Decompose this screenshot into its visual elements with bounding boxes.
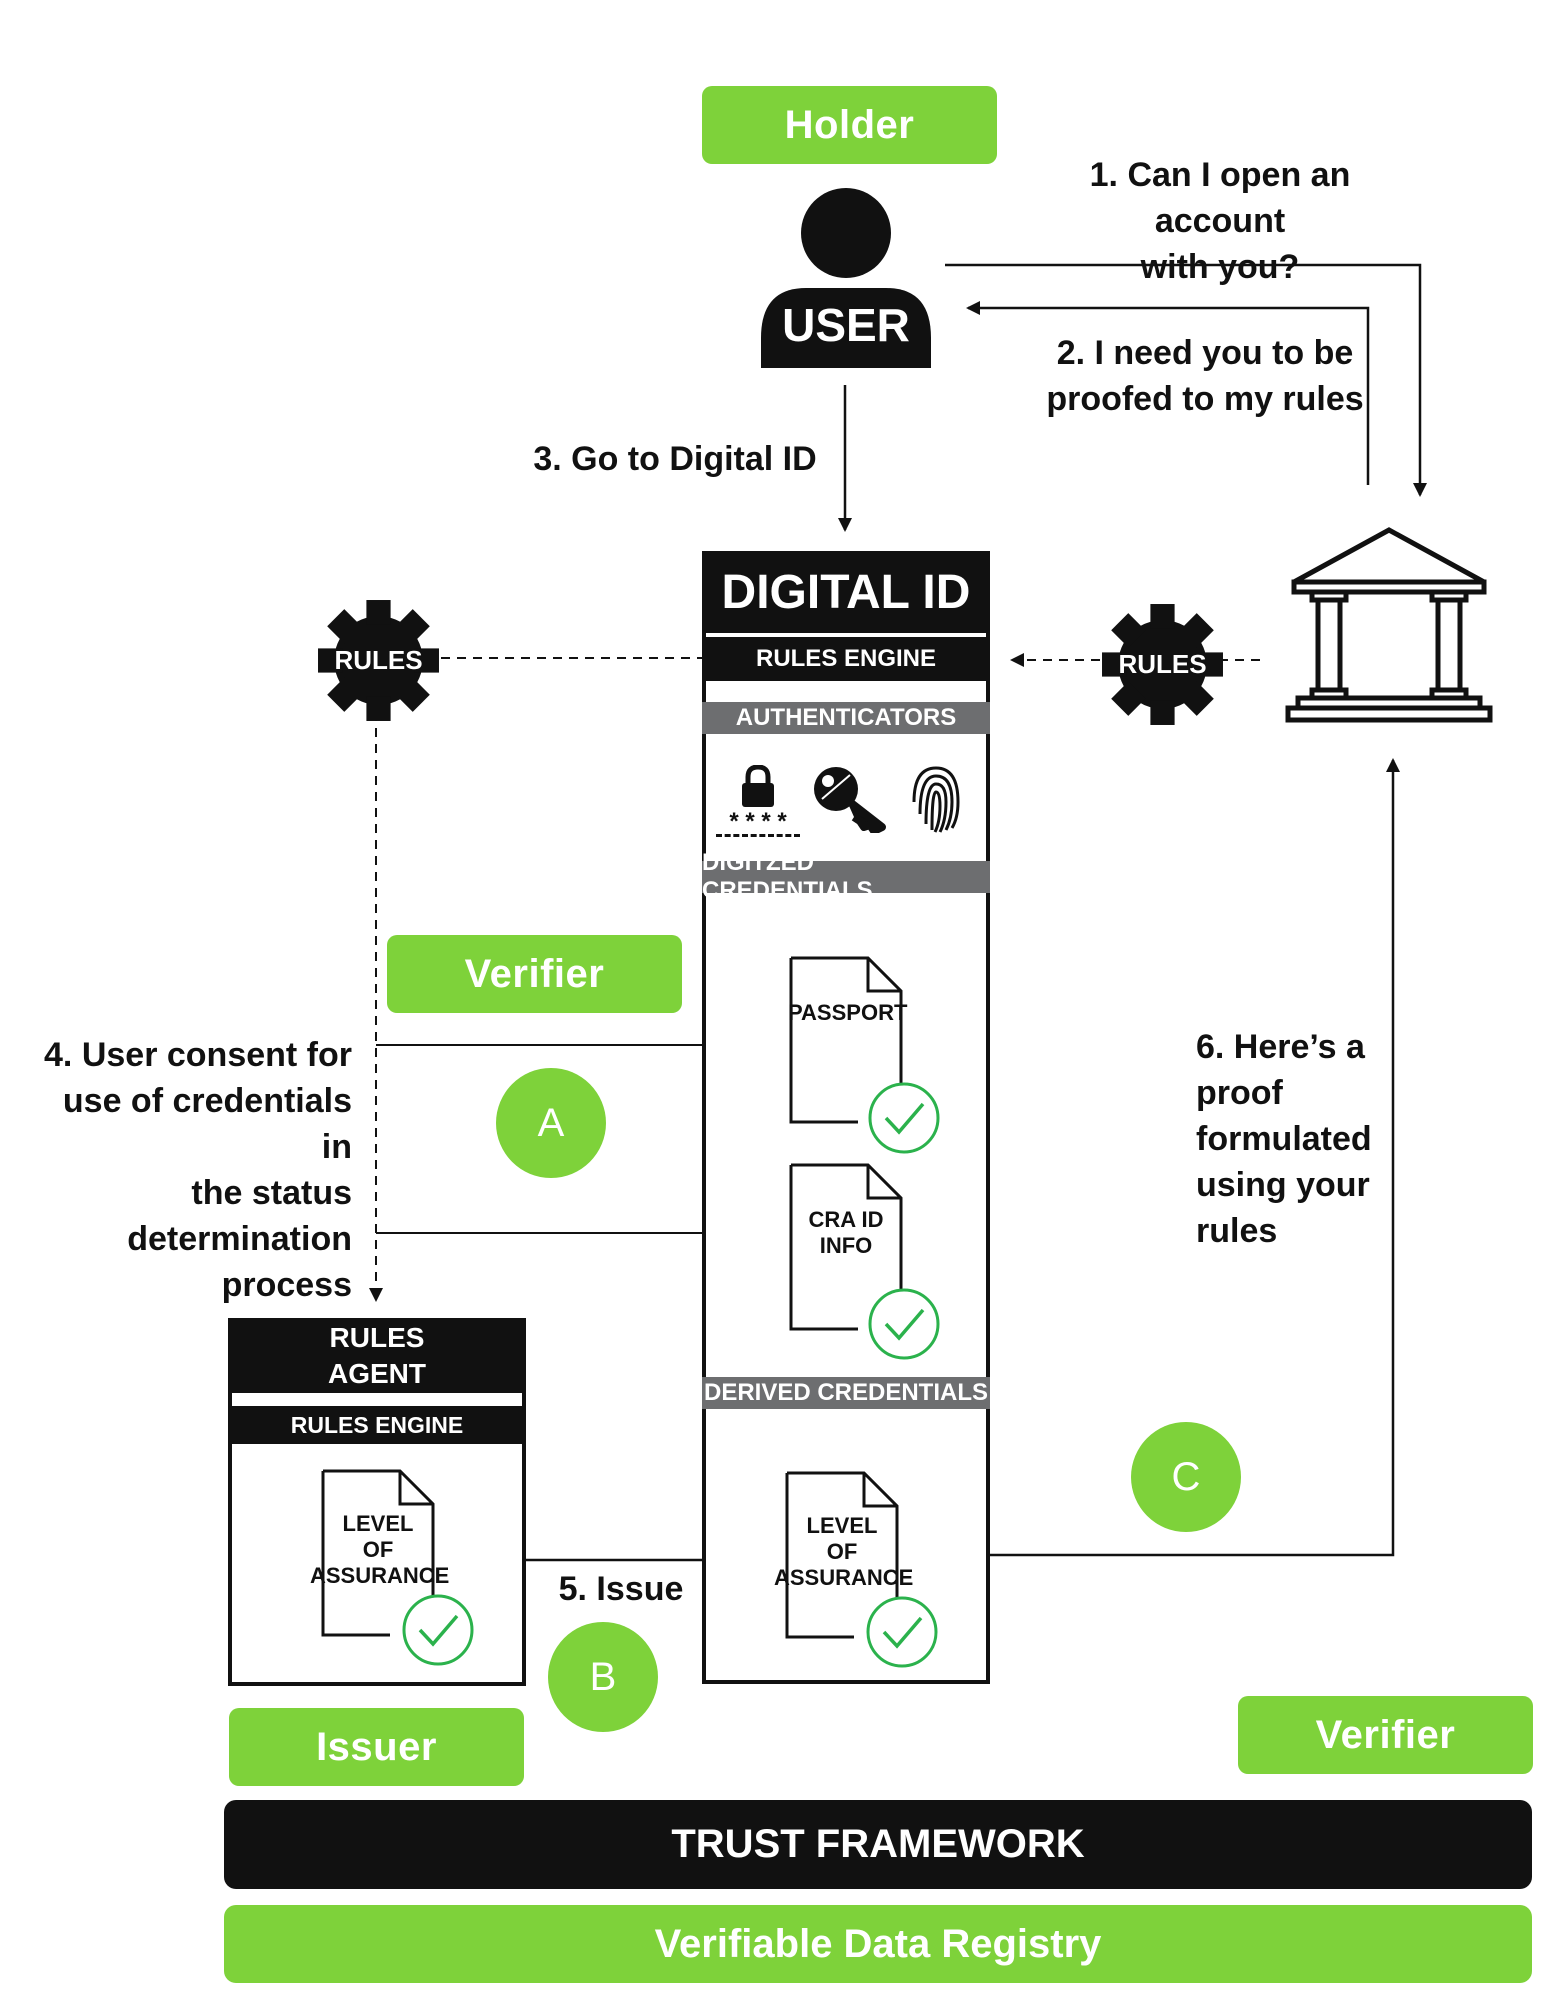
step1-text: 1. Can I open an account with you? (1030, 152, 1410, 290)
passport-label: PASSPORT (788, 1000, 908, 1025)
trust-framework-bar: TRUST FRAMEWORK (224, 1800, 1532, 1889)
rules-agent-rules-engine: RULES ENGINE (228, 1406, 526, 1444)
step4-line5: process (221, 1266, 352, 1304)
circle-a: A (496, 1068, 606, 1178)
cra-id-label: CRA ID INFO (788, 1207, 904, 1259)
lock-icon (742, 765, 774, 807)
step2-text: 2. I need you to be proofed to my rules (1040, 330, 1370, 422)
rules-agent-line2: AGENT (328, 1357, 426, 1389)
circle-b: B (548, 1622, 658, 1732)
agent-loa-line2: OF (362, 1537, 394, 1562)
step6-line4: using your (1196, 1166, 1370, 1204)
check-icon (402, 1594, 474, 1666)
fingerprint-icon (912, 766, 960, 833)
step4-line3: the status (191, 1174, 352, 1212)
did-loa-line3: ASSURANCE (774, 1565, 914, 1590)
authenticators-header: AUTHENTICATORS (702, 702, 990, 734)
step1-line2: with you? (1140, 248, 1300, 286)
step3-text: 3. Go to Digital ID (533, 440, 817, 478)
step6-line5: rules (1196, 1212, 1278, 1250)
circle-c: C (1131, 1422, 1241, 1532)
digitized-credentials-header: DIGITZED CREDENTIALS (702, 849, 990, 904)
agent-loa-line1: LEVEL (342, 1511, 414, 1536)
digital-id-rules-engine: RULES ENGINE (702, 637, 990, 681)
verifier-mid-role-label: Verifier (387, 935, 682, 1013)
arrow-step2 (966, 301, 1370, 485)
check-icon (868, 1288, 940, 1360)
check-icon (866, 1596, 938, 1668)
verifiable-data-registry-bar: Verifiable Data Registry (224, 1905, 1532, 1983)
derived-credentials-header: DERIVED CREDENTIALS (702, 1377, 990, 1409)
issuer-role-label: Issuer (229, 1708, 524, 1786)
step6-line2: proof (1196, 1074, 1283, 1112)
bank-icon (1285, 527, 1493, 723)
cra-line2: INFO (819, 1233, 873, 1258)
gear-icon (1102, 604, 1223, 725)
cra-line1: CRA ID (808, 1207, 884, 1232)
document-icon (789, 1163, 903, 1332)
step4-line4: determination (127, 1220, 352, 1258)
gear-icon (318, 600, 439, 721)
document-icon (785, 1471, 899, 1640)
step2-line2: proofed to my rules (1046, 380, 1364, 418)
arrow-step1 (945, 263, 1427, 497)
step4-line1: 4. User consent for (44, 1036, 352, 1074)
user-label: USER (782, 299, 910, 351)
agent-loa-line3: ASSURANCE (310, 1563, 450, 1588)
step6-line3: formulated (1196, 1120, 1372, 1158)
document-icon (789, 956, 903, 1125)
digital-id-title: DIGITAL ID (702, 551, 990, 633)
user-icon (761, 188, 931, 368)
rules-agent-line1: RULES (329, 1321, 425, 1353)
agent-loa-label: LEVEL OF ASSURANCE (310, 1511, 450, 1589)
did-loa-line2: OF (826, 1539, 858, 1564)
gear-right-label: RULES (1118, 648, 1207, 679)
key-icon (814, 767, 886, 833)
step5-text: 5. Issue (558, 1570, 684, 1608)
rules-agent-title: RULES AGENT (228, 1318, 526, 1393)
step4-line2: use of credentials in (62, 1082, 352, 1166)
step1-line1: 1. Can I open an account (1089, 156, 1351, 240)
step6-line1: 6. Here’s a (1196, 1028, 1365, 1066)
check-icon (868, 1082, 940, 1154)
did-loa-label: LEVEL OF ASSURANCE (774, 1513, 914, 1591)
step4-text: 4. User consent for use of credentials i… (30, 1032, 352, 1308)
document-icon (321, 1469, 435, 1638)
step6-text: 6. Here’s a proof formulated using your … (1196, 1024, 1436, 1254)
gear-left-label: RULES (334, 644, 423, 675)
holder-role-label: Holder (702, 86, 997, 164)
step2-line1: 2. I need you to be (1056, 334, 1354, 372)
did-loa-line1: LEVEL (806, 1513, 878, 1538)
pin-dots: * * * * (716, 810, 800, 837)
digital-id-panel (702, 551, 990, 1684)
verifier-right-role-label: Verifier (1238, 1696, 1533, 1774)
arrow-step6 (952, 758, 1400, 1557)
